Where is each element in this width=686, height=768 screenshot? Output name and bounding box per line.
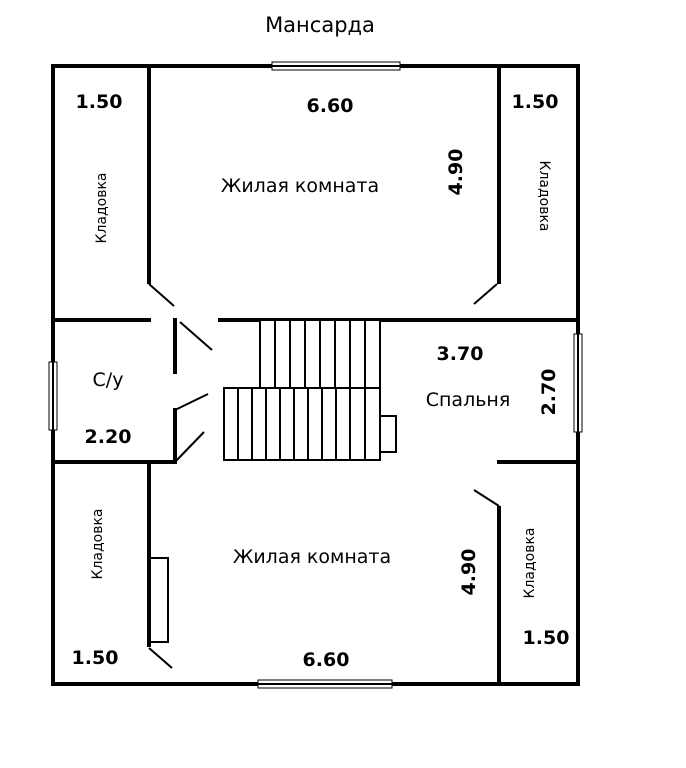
storage-bottom-left-name: Кладовка [90, 509, 106, 580]
living-top-name: Жилая комната [221, 175, 379, 197]
living-top-depth: 4.90 [445, 149, 467, 196]
shelf-bottom-left [149, 557, 169, 643]
living-bottom-depth: 4.90 [458, 549, 480, 596]
storage-bottom-right-name: Кладовка [522, 528, 538, 599]
living-bottom-name: Жилая комната [233, 546, 391, 568]
living-top-width: 6.60 [307, 95, 354, 117]
bedroom-depth: 2.70 [538, 369, 560, 416]
storage-bottom-left-size: 1.50 [72, 647, 119, 669]
bedroom-width: 3.70 [437, 343, 484, 365]
windows [48, 61, 583, 689]
door-bathroom [174, 393, 209, 411]
bathroom-name: С/у [93, 369, 124, 391]
door-storage-top-right [473, 283, 498, 305]
door-storage-top-left [148, 283, 175, 307]
storage-top-right-size: 1.50 [512, 91, 559, 113]
door-storage-bottom-left-b [148, 647, 173, 669]
storage-top-left-size: 1.50 [76, 91, 123, 113]
storage-bottom-right-size: 1.50 [523, 627, 570, 649]
bathroom-size: 2.20 [85, 426, 132, 448]
door-storage-bottom-right [473, 489, 500, 507]
door-storage-bottom-left-a [174, 431, 205, 463]
staircase [223, 319, 397, 461]
living-bottom-width: 6.60 [303, 649, 350, 671]
interior-walls [51, 64, 580, 686]
storage-top-left-name: Кладовка [94, 173, 110, 244]
plan-title: Мансарда [265, 13, 375, 37]
bedroom-name: Спальня [426, 389, 511, 411]
doors [148, 283, 500, 669]
door-corridor [179, 321, 213, 351]
storage-top-right-name: Кладовка [536, 161, 552, 232]
